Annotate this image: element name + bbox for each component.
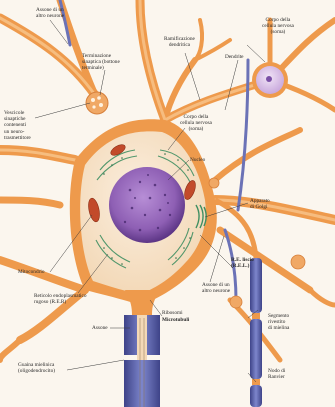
label-dendritic-branching: Ramificazione dendritica: [164, 36, 195, 48]
label-synaptic-terminal: Terminazione sinaptica (bottone terminal…: [82, 53, 120, 72]
label-axon: Assone: [92, 325, 108, 331]
label-golgi: Apparato di Golgi: [250, 198, 270, 210]
label-myelin-sheath: Guaina mielinica (oligodendrocito): [18, 362, 55, 374]
label-ribosomes: Ribosomi: [162, 310, 183, 316]
label-dendrite: Dendrite: [225, 54, 244, 60]
small-soma: [252, 62, 288, 98]
label-synaptic-vesicles: Vescicole sinaptiche contenenti un neuro…: [4, 110, 31, 141]
label-axon-other-neuron-bottom: Assone di un altro neurone: [202, 282, 230, 294]
axon: [124, 290, 160, 407]
label-node-ranvier: Nodo di Ranvier: [268, 368, 285, 380]
label-rough-er: Reticolo endoplasmatico rugoso (R.E.R): [34, 293, 87, 305]
label-smooth-er: R.E. liscio (R.E.L.): [231, 257, 254, 269]
nucleus: [109, 167, 185, 243]
label-nucleus: Nucleo: [190, 157, 205, 163]
label-mitochondrion: Mitocondrio: [18, 269, 44, 275]
label-microtubules: Microtubuli: [162, 317, 189, 323]
label-myelin-segment: Segmento rivestito di mielina: [268, 313, 289, 332]
label-soma-center: Corpo della cellula nervosa (soma): [180, 114, 212, 133]
label-soma-top-right: Corpo della cellula nervosa (soma): [262, 17, 294, 36]
label-axon-other-neuron-top: Assone di un altro neurone: [36, 7, 64, 19]
